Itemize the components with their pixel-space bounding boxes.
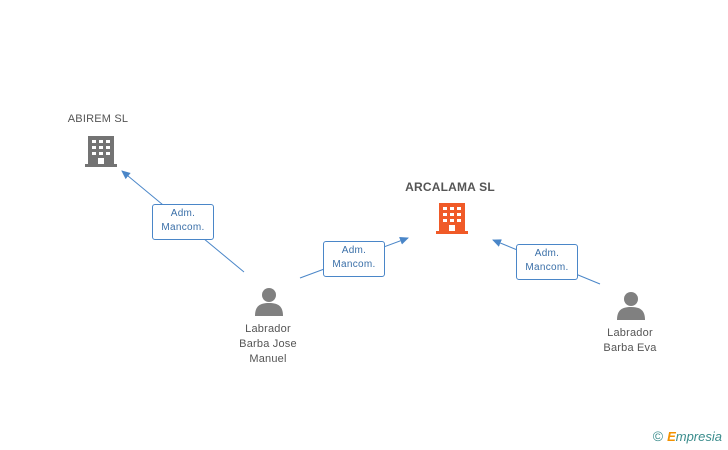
- brand-name: mpresia: [675, 429, 722, 444]
- company-label-arcalama[interactable]: ARCALAMA SL: [405, 180, 495, 194]
- person-label-line: Manuel: [249, 353, 287, 365]
- relation-label-jose-abirem[interactable]: Adm. Mancom.: [152, 204, 214, 240]
- relation-role: Adm.: [534, 248, 560, 259]
- person-label-eva[interactable]: Labrador Barba Eva: [580, 326, 680, 356]
- building-icon[interactable]: [84, 134, 118, 168]
- person-label-jose[interactable]: Labrador Barba Jose Manuel: [218, 322, 318, 367]
- building-icon[interactable]: [435, 201, 469, 235]
- relation-label-eva-arcalama[interactable]: Adm. Mancom.: [516, 244, 578, 280]
- person-label-line: Barba Jose: [239, 338, 297, 350]
- person-icon[interactable]: [616, 290, 646, 320]
- company-label-abirem[interactable]: ABIREM SL: [67, 113, 129, 125]
- relation-role-detail: Mancom.: [161, 222, 205, 233]
- brand-initial: E: [667, 429, 676, 444]
- person-icon[interactable]: [254, 286, 284, 316]
- relation-role-detail: Mancom.: [525, 262, 569, 273]
- person-label-line: Barba Eva: [603, 342, 657, 354]
- relation-label-jose-arcalama[interactable]: Adm. Mancom.: [323, 241, 385, 277]
- relation-role-detail: Mancom.: [332, 259, 376, 270]
- relation-role: Adm.: [170, 208, 196, 219]
- brand-logo: ©Empresia: [653, 428, 722, 444]
- person-label-line: Labrador: [245, 323, 291, 335]
- copyright-icon: ©: [652, 428, 664, 444]
- relation-role: Adm.: [341, 245, 367, 256]
- person-label-line: Labrador: [607, 327, 653, 339]
